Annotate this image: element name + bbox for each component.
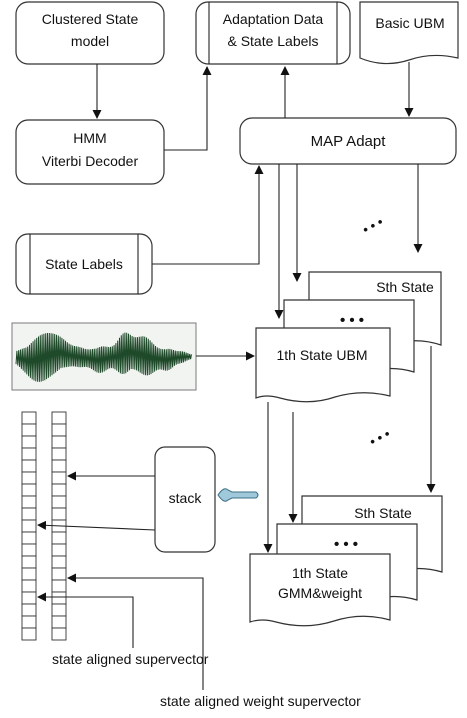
arrow-labels-to-map [152, 165, 264, 265]
gmm-front-line1: 1th State [292, 565, 348, 581]
vector-cell [21, 531, 37, 545]
adaptation-data-line2: & State Labels [227, 33, 318, 49]
connectors-columns [37, 471, 204, 690]
vector-cell [21, 603, 37, 617]
arrow-stack-to-left-col [37, 520, 156, 531]
vector-cell [21, 555, 37, 569]
vector-cell [51, 603, 67, 617]
ubm-front-label: 1th State UBM [276, 347, 367, 363]
adaptation-data-line1: Adaptation Data [223, 11, 324, 27]
basic-ubm-label: Basic UBM [375, 15, 444, 31]
vector-cell [21, 423, 37, 437]
vector-cell [51, 567, 67, 581]
gmm-doc-front [249, 553, 391, 627]
vector-cell [21, 447, 37, 461]
clustered-model-line2: model [71, 33, 109, 49]
basic-ubm-box: Basic UBM [359, 1, 459, 65]
vector-cell [21, 543, 37, 557]
vector-cell [21, 471, 37, 485]
vector-cell [21, 615, 37, 629]
vector-cell [21, 507, 37, 521]
vector-cell [51, 627, 67, 641]
stack-box: stack [154, 446, 216, 553]
adaptation-data-box: Adaptation Data & State Labels [195, 1, 351, 65]
stack-label: stack [169, 490, 203, 506]
vector-cell [51, 495, 67, 509]
gmm-document-stack: Sth State • • • 1th State GMM&weight [249, 495, 443, 627]
supervector-label: state aligned supervector [52, 651, 209, 667]
vector-cell [21, 411, 37, 425]
vector-cell [21, 519, 37, 533]
vector-cell [21, 495, 37, 509]
vector-cell [51, 459, 67, 473]
vector-cell [51, 471, 67, 485]
vector-cell [51, 507, 67, 521]
ellipsis-marker-lower: • • • [367, 426, 393, 449]
vector-cell [51, 543, 67, 557]
vector-cell [51, 423, 67, 437]
vector-cell [21, 435, 37, 449]
arrow-supervector-label-to-col [37, 592, 134, 648]
vector-cell [21, 579, 37, 593]
map-adapt-label: MAP Adapt [311, 133, 387, 150]
vector-cell [21, 483, 37, 497]
vector-cell [51, 615, 67, 629]
connectors-map-outputs [274, 164, 423, 319]
vector-cell [21, 567, 37, 581]
gmm-back-label: Sth State [354, 505, 412, 521]
ubm-doc-front [255, 327, 391, 403]
clustered-model-line1: Clustered State [42, 11, 139, 27]
clustered-state-model-box: Clustered State model [15, 1, 165, 65]
ubm-document-stack: Sth State • • • 1th State UBM [255, 271, 442, 403]
state-labels-box: State Labels [15, 233, 153, 295]
weight-supervector-label: state aligned weight supervector [160, 693, 361, 709]
weight-supervector-column [51, 411, 67, 641]
vector-cell [51, 591, 67, 605]
supervector-column [21, 411, 37, 641]
ubm-back-label: Sth State [376, 279, 434, 295]
gmm-front-line2: GMM&weight [278, 585, 362, 601]
vector-cell [51, 531, 67, 545]
audio-waveform [11, 322, 197, 391]
hmm-line1: HMM [73, 130, 106, 146]
vector-cell [21, 627, 37, 641]
ubm-stack-dots: • • • [340, 312, 364, 329]
connectors-ubm-outputs [263, 346, 436, 553]
arrow-hmm-to-adaptation [164, 66, 212, 151]
gmm-stack-dots: • • • [334, 536, 358, 553]
state-labels-label: State Labels [45, 256, 123, 272]
hmm-line2: Viterbi Decoder [42, 153, 139, 169]
vector-cell [51, 447, 67, 461]
vector-cell [51, 411, 67, 425]
vector-cell [21, 459, 37, 473]
ellipsis-marker-upper: • • • [360, 214, 386, 237]
vector-cell [51, 483, 67, 497]
hmm-decoder-box: HMM Viterbi Decoder [15, 119, 165, 185]
connectors-top [92, 62, 414, 265]
hint-arrow-icon [217, 488, 259, 502]
vector-cell [51, 555, 67, 569]
vector-cell [51, 435, 67, 449]
arrow-weight-label-to-col [67, 573, 204, 690]
vector-cell [21, 591, 37, 605]
map-adapt-box: MAP Adapt [239, 117, 457, 165]
waveform-signal [15, 332, 192, 382]
vector-cell [51, 579, 67, 593]
